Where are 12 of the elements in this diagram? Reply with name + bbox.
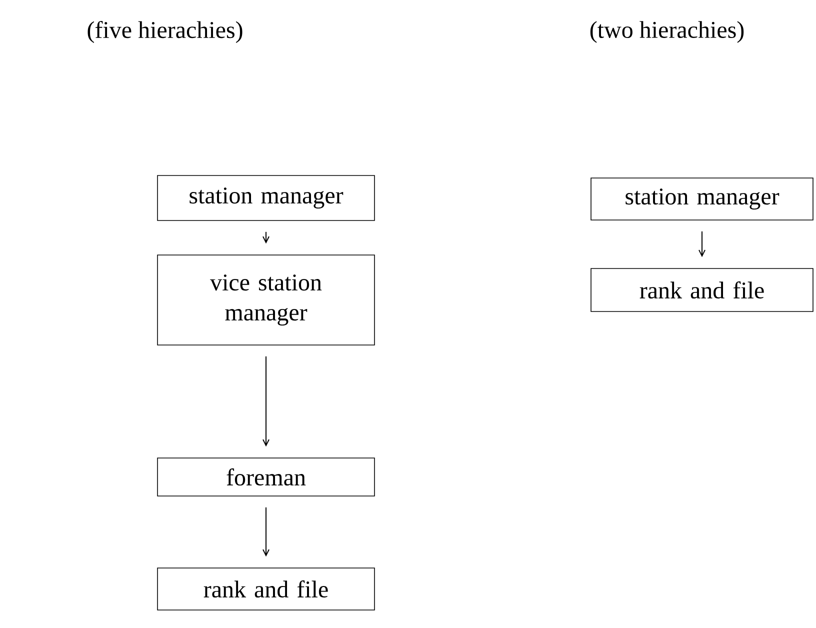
arrow: [262, 506, 270, 557]
column-heading: (five hierachies): [88, 21, 242, 43]
arrow: [262, 356, 270, 447]
column-heading: (two hierachies): [590, 21, 744, 43]
role-box: vice station manager: [157, 254, 375, 346]
arrow: [262, 231, 270, 244]
arrow: [698, 230, 706, 258]
role-box: station manager: [590, 178, 814, 220]
role-box: rank and file: [590, 268, 814, 312]
role-box: station manager: [157, 175, 375, 221]
role-box: rank and file: [157, 568, 375, 610]
role-box: foreman: [157, 458, 375, 496]
